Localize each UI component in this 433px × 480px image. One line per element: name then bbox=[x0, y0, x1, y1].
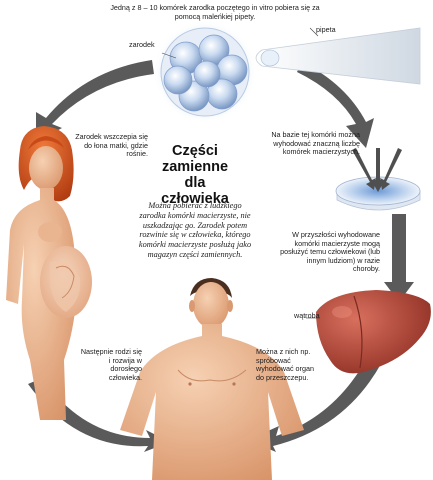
description-text: Można pobierać z ludzkiego zarodka komór… bbox=[138, 201, 252, 259]
arrow-top-right bbox=[297, 62, 374, 148]
man-illustration bbox=[120, 278, 304, 480]
grow-label: Następnie rodzi się i rozwija w dorosłeg… bbox=[80, 347, 142, 382]
pipette-illustration bbox=[255, 27, 421, 85]
pregnant-woman-illustration bbox=[6, 126, 92, 420]
future-use-label: W przyszłości wyhodowane komórki macierz… bbox=[280, 230, 380, 274]
implant-label: Zarodek wszczepia się do łona matki, gdz… bbox=[75, 132, 148, 159]
page-title: Części zamienne dla człowieka bbox=[161, 143, 229, 207]
embryo-illustration bbox=[153, 20, 257, 124]
embryo-label: zarodek bbox=[129, 40, 155, 49]
culture-label: Na bazie tej komórki można wyhodować zna… bbox=[271, 130, 360, 157]
liver-label: wątroba bbox=[294, 311, 320, 320]
embryo-info-label: Jedną z 8 – 10 komórek zarodka poczętego… bbox=[110, 3, 320, 21]
petri-dish-illustration bbox=[335, 148, 421, 211]
pipette-label: pipeta bbox=[316, 25, 336, 34]
arrow-right-down bbox=[384, 214, 414, 302]
organ-label: Można z nich np. spróbować wyhodować org… bbox=[256, 347, 314, 382]
liver-illustration bbox=[306, 290, 431, 374]
